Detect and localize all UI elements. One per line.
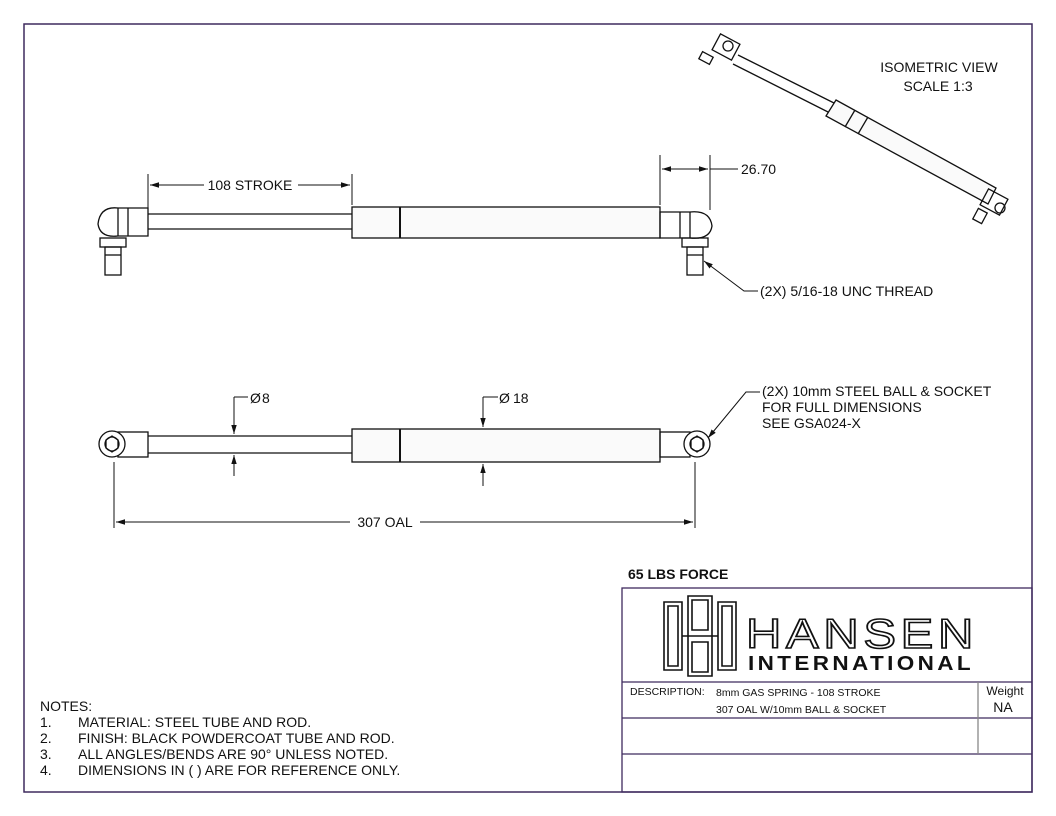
note-1-num: 1. (40, 714, 52, 730)
rod-diameter-dimension (231, 396, 248, 476)
ball-socket-callout-line-2: FOR FULL DIMENSIONS (762, 399, 922, 415)
rod-diameter-value: 8 (262, 390, 270, 406)
note-4-num: 4. (40, 762, 52, 778)
notes-heading: NOTES: (40, 698, 92, 714)
note-3-text: ALL ANGLES/BENDS ARE 90° UNLESS NOTED. (78, 746, 388, 762)
overall-length-label: 307 OAL (357, 514, 412, 530)
description-line-1: 8mm GAS SPRING - 108 STROKE (716, 687, 881, 699)
description-line-2: 307 OAL W/10mm BALL & SOCKET (716, 704, 887, 716)
ball-socket-callout-leader (707, 391, 760, 439)
isometric-view-title: ISOMETRIC VIEW (880, 59, 998, 75)
stroke-dimension-label: 108 STROKE (208, 177, 293, 193)
tube-diameter-symbol: Ø (499, 390, 510, 406)
note-4-text: DIMENSIONS IN ( ) ARE FOR REFERENCE ONLY… (78, 762, 400, 778)
thread-callout-leader (703, 260, 758, 292)
end-offset-dimension-label: 26.70 (741, 161, 776, 177)
logo-international: INTERNATIONAL (748, 653, 974, 675)
note-3-num: 3. (40, 746, 52, 762)
ball-socket-callout-line-1: (2X) 10mm STEEL BALL & SOCKET (762, 383, 992, 399)
note-1-text: MATERIAL: STEEL TUBE AND ROD. (78, 714, 311, 730)
stroke-dimension (147, 174, 353, 212)
tube-diameter-dimension (480, 396, 498, 486)
ball-socket-callout-line-3: SEE GSA024-X (762, 415, 861, 431)
isometric-view-scale: SCALE 1:3 (903, 78, 972, 94)
hansen-logo-mark (663, 595, 737, 677)
note-2-text: FINISH: BLACK POWDERCOAT TUBE AND ROD. (78, 730, 395, 746)
note-2-num: 2. (40, 730, 52, 746)
overall-length-dimension (113, 462, 696, 528)
weight-label: Weight (986, 684, 1024, 698)
logo-hansen: HANSEN (746, 610, 978, 657)
tube-diameter-value: 18 (513, 390, 529, 406)
end-offset-dimension (659, 155, 738, 210)
force-label: 65 LBS FORCE (628, 566, 728, 582)
thread-callout: (2X) 5/16-18 UNC THREAD (760, 283, 933, 299)
rod-diameter-symbol: Ø (250, 390, 261, 406)
title-block (621, 587, 1033, 793)
isometric-view (697, 33, 1009, 225)
weight-value: NA (993, 699, 1013, 715)
top-view-gas-spring (97, 206, 713, 276)
description-label: DESCRIPTION: (630, 686, 705, 698)
sheet-border (23, 23, 1033, 793)
front-view-gas-spring (98, 428, 711, 463)
